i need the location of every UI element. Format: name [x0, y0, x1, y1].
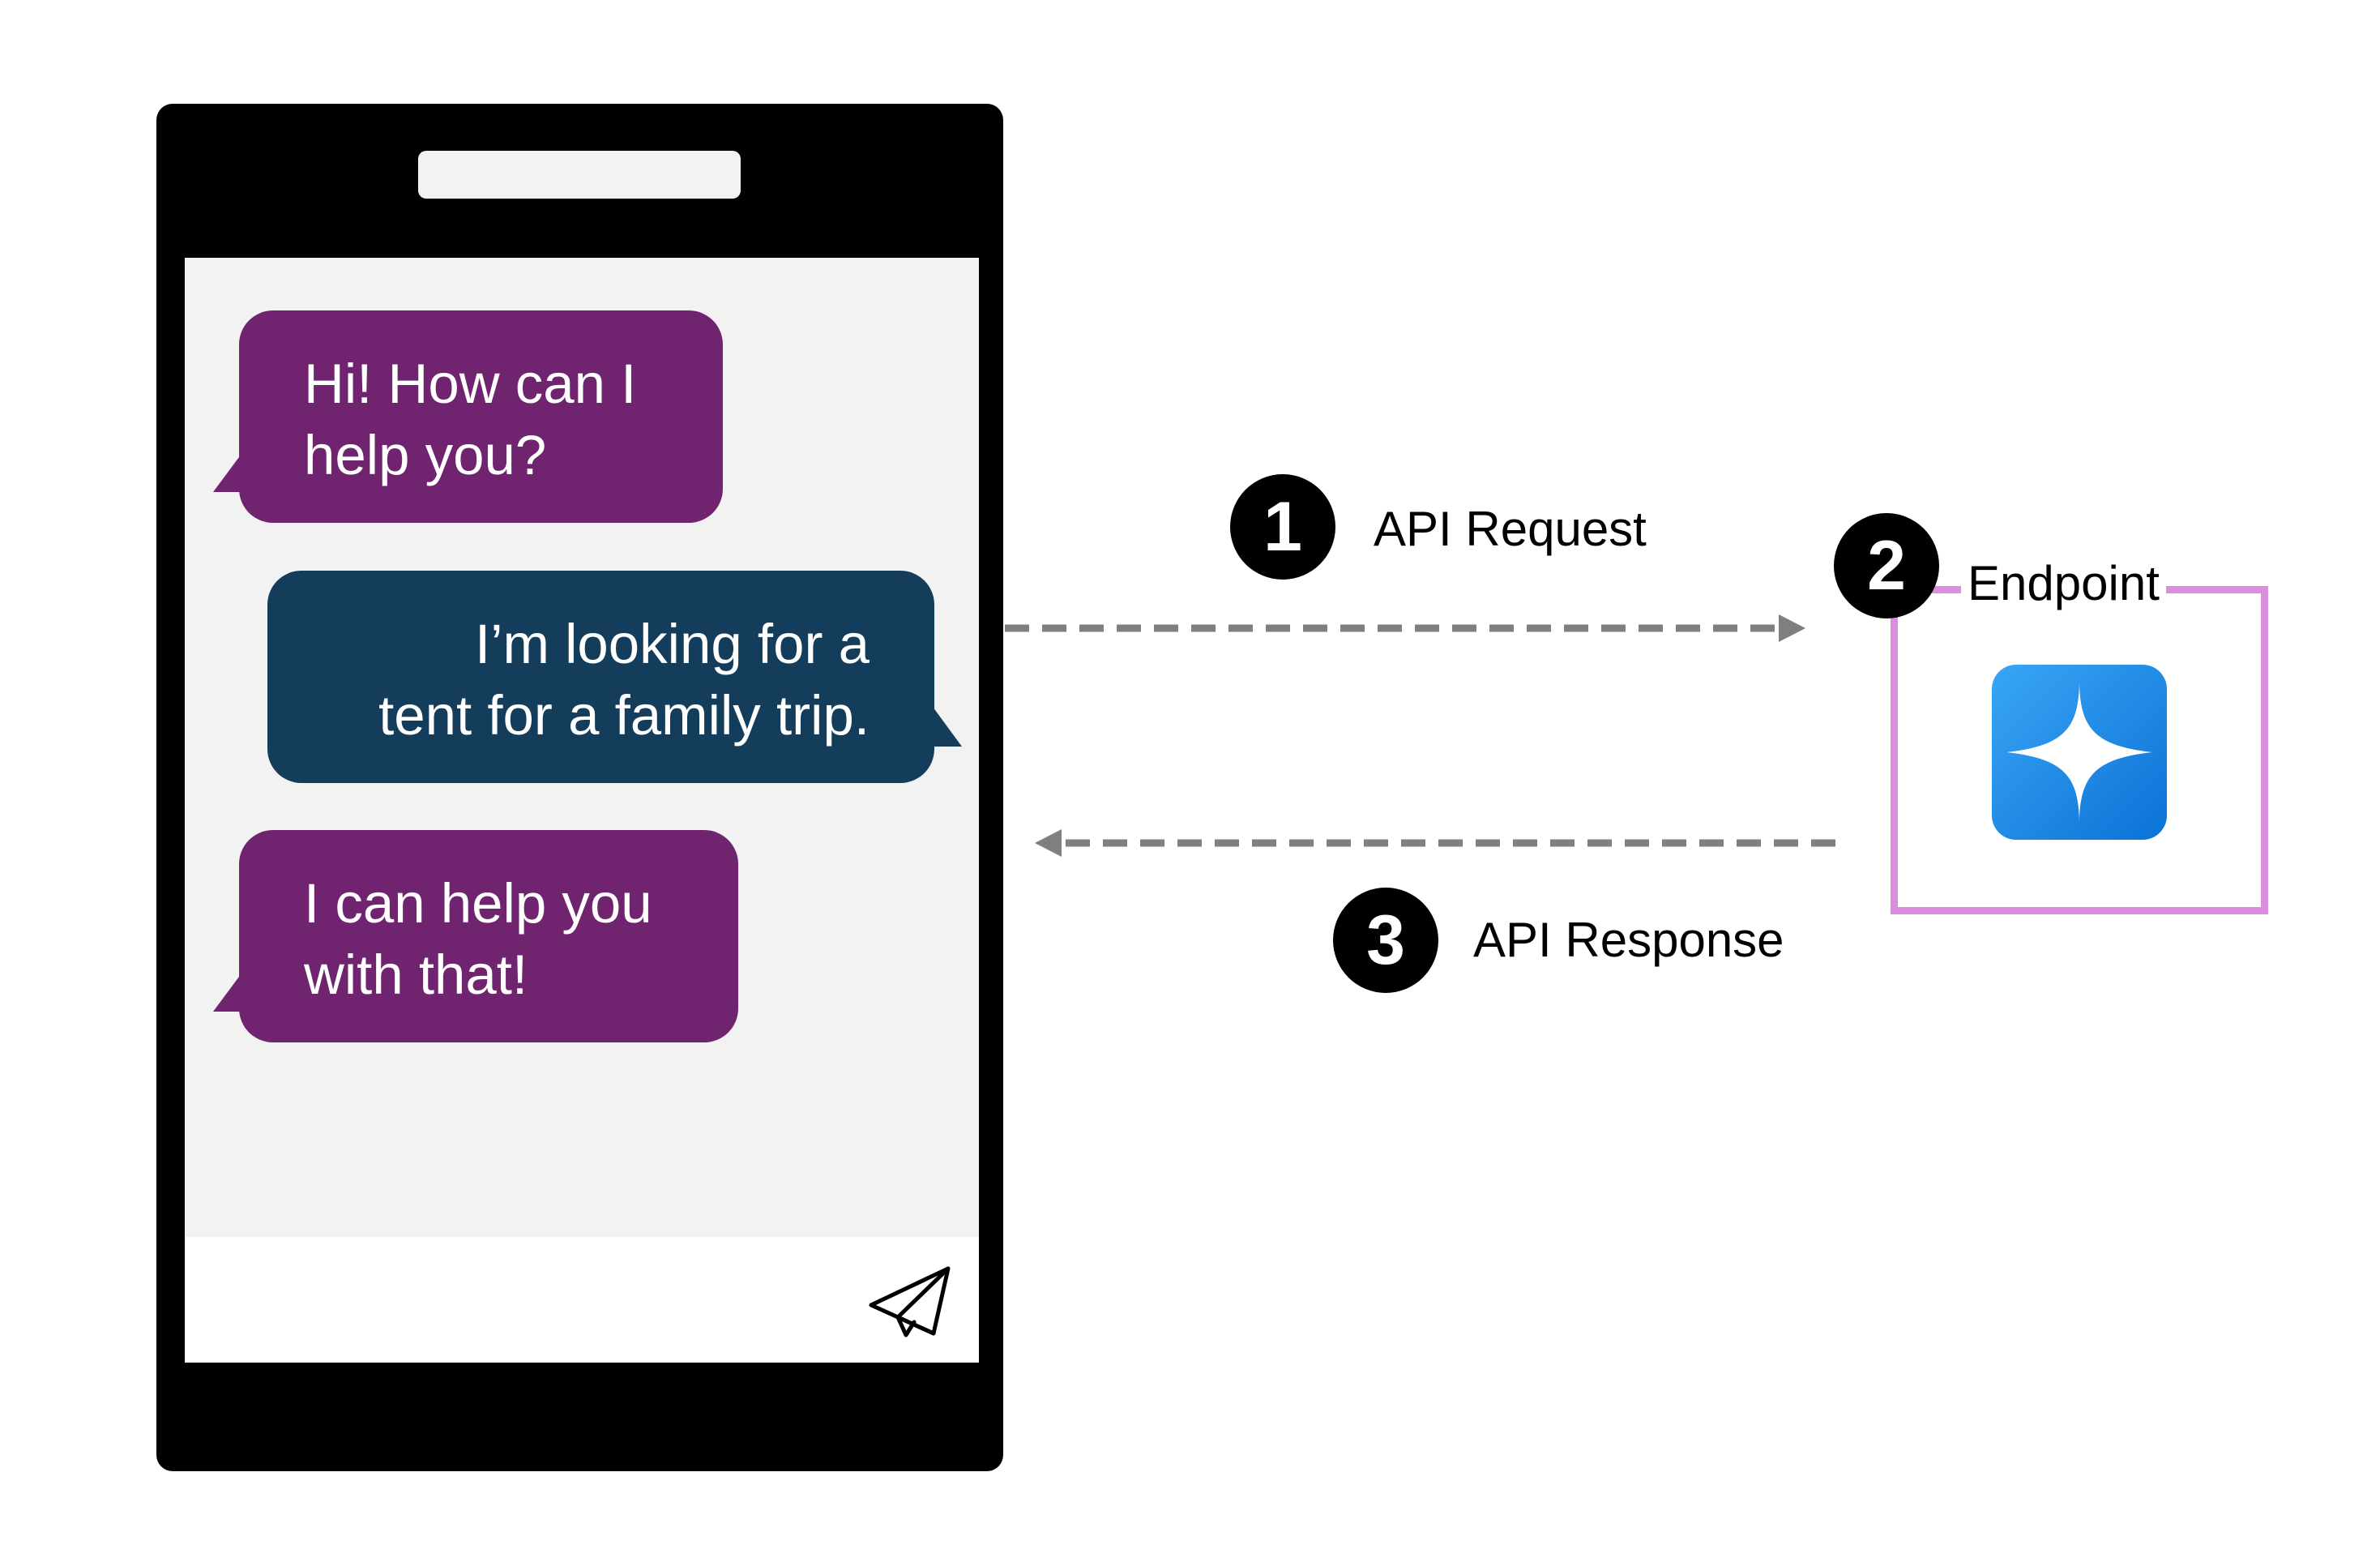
message-line: with that! — [304, 944, 528, 1006]
response-arrow — [1035, 829, 1835, 857]
step-3-badge: 3 — [1333, 888, 1438, 993]
message-line: Hi! How can I — [304, 353, 637, 415]
message-line: tent for a family trip. — [378, 684, 870, 747]
endpoint-label: Endpoint — [1961, 559, 2166, 608]
message-line: I’m looking for a — [474, 613, 870, 675]
message-input-bar[interactable] — [185, 1237, 979, 1363]
step-1-badge: 1 — [1230, 474, 1335, 580]
api-request-label: API Request — [1374, 502, 1647, 556]
message-line: help you? — [304, 424, 547, 486]
phone-speaker — [418, 151, 741, 199]
message-line: I can help you — [304, 872, 652, 935]
request-arrow — [1005, 614, 1805, 642]
assistant-message-bubble: I can help you with that! — [213, 830, 738, 1042]
bubble-tail — [917, 686, 962, 747]
assistant-message-bubble: Hi! How can I help you? — [213, 310, 723, 523]
user-message-bubble: I’m looking for a tent for a family trip… — [267, 571, 962, 783]
paper-plane-icon[interactable] — [867, 1260, 956, 1342]
sparkle-icon — [1992, 665, 2167, 840]
api-response-label: API Response — [1473, 913, 1784, 967]
step-2-badge: 2 — [1834, 513, 1939, 618]
